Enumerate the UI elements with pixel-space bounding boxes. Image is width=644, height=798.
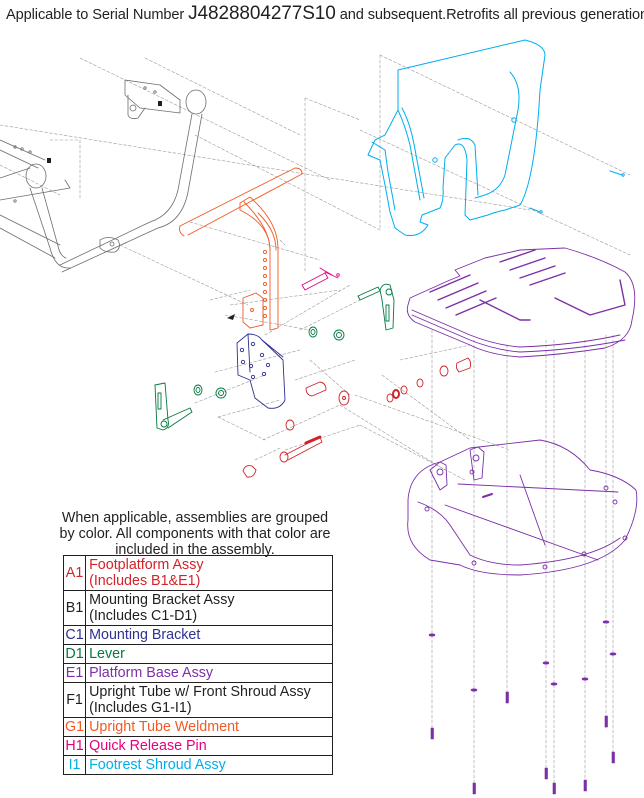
mounting-bracket: [236, 333, 286, 409]
assembly-description: Footrest Shroud Assy: [85, 755, 334, 775]
description-line: Upright Tube w/ Front Shroud Assy: [89, 684, 311, 700]
description-line: (Includes B1&E1): [89, 573, 201, 589]
header-suffix: and subsequent.Retrofits all previous ge…: [335, 7, 644, 23]
assembly-code: E1: [62, 663, 87, 683]
footplatform-top: [406, 247, 636, 358]
description-line: Mounting Bracket Assy: [89, 592, 235, 608]
color-grouping-note: When applicable, assemblies are grouped …: [59, 510, 331, 558]
description-line: (Includes G1-I1): [89, 700, 192, 716]
description-line: Footplatform Assy: [89, 557, 204, 573]
assembly-description: Upright Tube Weldment: [85, 717, 334, 737]
assembly-code: C1: [62, 625, 87, 645]
assembly-description: Lever: [85, 644, 334, 664]
assembly-code: G1: [62, 717, 87, 737]
upright-tube-weldment: [179, 167, 303, 331]
assembly-code: D1: [62, 644, 87, 664]
wheelchair-frame: [0, 79, 207, 273]
assembly-description: Platform Base Assy: [85, 663, 334, 683]
description-line: Lever: [89, 646, 125, 662]
assembly-code: H1: [62, 736, 87, 756]
frame-nuts: [47, 101, 162, 163]
assembly-description: Upright Tube w/ Front Shroud Assy(Includ…: [85, 682, 334, 718]
assembly-code: A1: [62, 555, 87, 591]
tread-grooves: [429, 249, 626, 321]
description-line: Quick Release Pin: [89, 738, 207, 754]
description-line: Platform Base Assy: [89, 665, 214, 681]
adjustment-holes: [262, 249, 268, 319]
applicability-header: Applicable to Serial Number J4828804277S…: [6, 3, 644, 25]
assembly-description: Mounting Bracket: [85, 625, 334, 645]
platform-base: [407, 439, 638, 576]
description-line: Mounting Bracket: [89, 627, 201, 643]
bushings: [193, 326, 345, 399]
assembly-description: Footplatform Assy(Includes B1&E1): [85, 555, 334, 591]
description-line: Upright Tube Weldment: [89, 719, 240, 735]
assembly-description: Mounting Bracket Assy(Includes C1-D1): [85, 590, 334, 626]
description-line: Footrest Shroud Assy: [89, 757, 226, 773]
header-prefix: Applicable to Serial Number: [6, 7, 189, 23]
description-line: (Includes C1-D1): [89, 608, 198, 624]
quick-release-pin: [301, 267, 340, 291]
assembly-code: F1: [62, 682, 87, 718]
direction-arrow: [227, 314, 235, 320]
footrest-shroud: [367, 39, 625, 236]
serial-number: J4828804277S10: [188, 3, 336, 24]
platform-screws: [428, 620, 617, 795]
assembly-code: I1: [62, 755, 87, 775]
leader-lines: [0, 54, 631, 794]
lever-left: [154, 382, 193, 431]
assembly-description: Quick Release Pin: [85, 736, 334, 756]
lever-right: [357, 283, 395, 331]
assembly-code: B1: [62, 590, 87, 626]
hardware-set: [242, 357, 472, 478]
